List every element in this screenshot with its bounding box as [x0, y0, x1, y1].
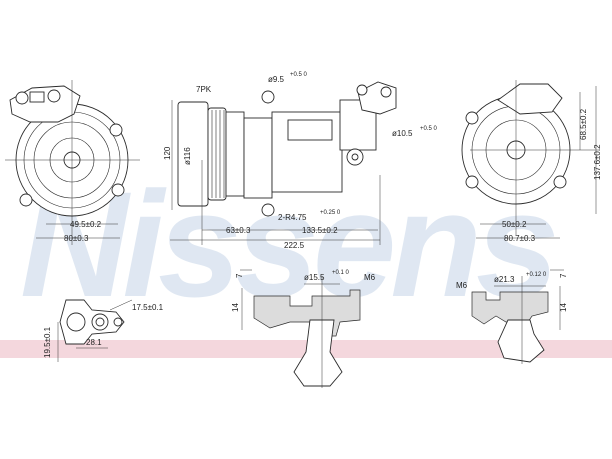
section-right-body [471, 291, 549, 325]
dim-hole-top-tol: +0.5 0 [290, 72, 308, 78]
dim-80-7-label: 80.7±0.3 [504, 234, 536, 243]
dim-19-label: 19.5±0.1 [43, 326, 52, 358]
dim-hole-top-label: ø9.5 [268, 75, 285, 84]
front-view: 49.5±0.2 80±0.3 [5, 80, 140, 245]
dim-hole-right-label: ø10.5 [392, 129, 413, 138]
dim-137-label: 137.6±0.2 [593, 144, 602, 180]
dim-133-label: 133.5±0.2 [302, 226, 338, 235]
mount-hole-top [261, 90, 275, 104]
side-view: 7PK 120 ø116 ø9.5 +0.5 0 ø10.5 +0.5 0 2-… [163, 72, 438, 250]
dim-15-tol: +0.1 0 [332, 270, 350, 276]
dim-7-right-label: 7 [559, 273, 568, 278]
dim-height-label: 120 [163, 146, 172, 160]
dim-17-label: 17.5±0.1 [132, 303, 164, 312]
thread-right-label: M6 [456, 281, 468, 290]
dim-50-label: 50±0.2 [502, 220, 527, 229]
thread-left-label: M6 [364, 273, 376, 282]
dim-21-label: ø21.3 [494, 275, 515, 284]
mount-hole-bottom [261, 203, 275, 217]
connector [287, 119, 333, 141]
dim-total-label: 222.5 [284, 241, 305, 250]
dim-pulley-label: ø116 [183, 147, 192, 165]
belt-label: 7PK [196, 85, 212, 94]
rear-head-view [497, 83, 563, 115]
rear-view: 68.5±0.2 137.6±0.2 50±0.2 80.7±0.3 [461, 80, 602, 243]
dim-63-label: 63±0.3 [226, 226, 251, 235]
section-left-tube [293, 319, 343, 387]
dim-width-label: 80±0.3 [64, 234, 89, 243]
dim-hole-right-tol: +0.5 0 [420, 126, 438, 132]
dim-bore-label: 49.5±0.2 [70, 220, 102, 229]
compressor-front [243, 117, 273, 199]
dim-28-label: 28.1 [86, 338, 102, 347]
port-view: 17.5±0.1 19.5±0.1 28.1 [43, 299, 164, 362]
section-right: ø21.3 +0.12 0 M6 7 14 [456, 269, 568, 364]
clutch [225, 111, 245, 197]
dim-thread-tol: +0.25 0 [320, 210, 341, 216]
dim-15-label: ø15.5 [304, 273, 325, 282]
dim-21-tol: +0.12 0 [526, 272, 547, 278]
dim-7-left-label: 7 [235, 273, 244, 278]
section-left: ø15.5 +0.1 0 M6 7 14 [231, 269, 376, 388]
pulley [207, 107, 227, 201]
section-right-tube [497, 319, 545, 363]
dim-thread-label: 2-R4.75 [278, 213, 307, 222]
dim-14-left-label: 14 [231, 303, 240, 312]
dim-14-right-label: 14 [559, 303, 568, 312]
dim-68-label: 68.5±0.2 [579, 108, 588, 140]
